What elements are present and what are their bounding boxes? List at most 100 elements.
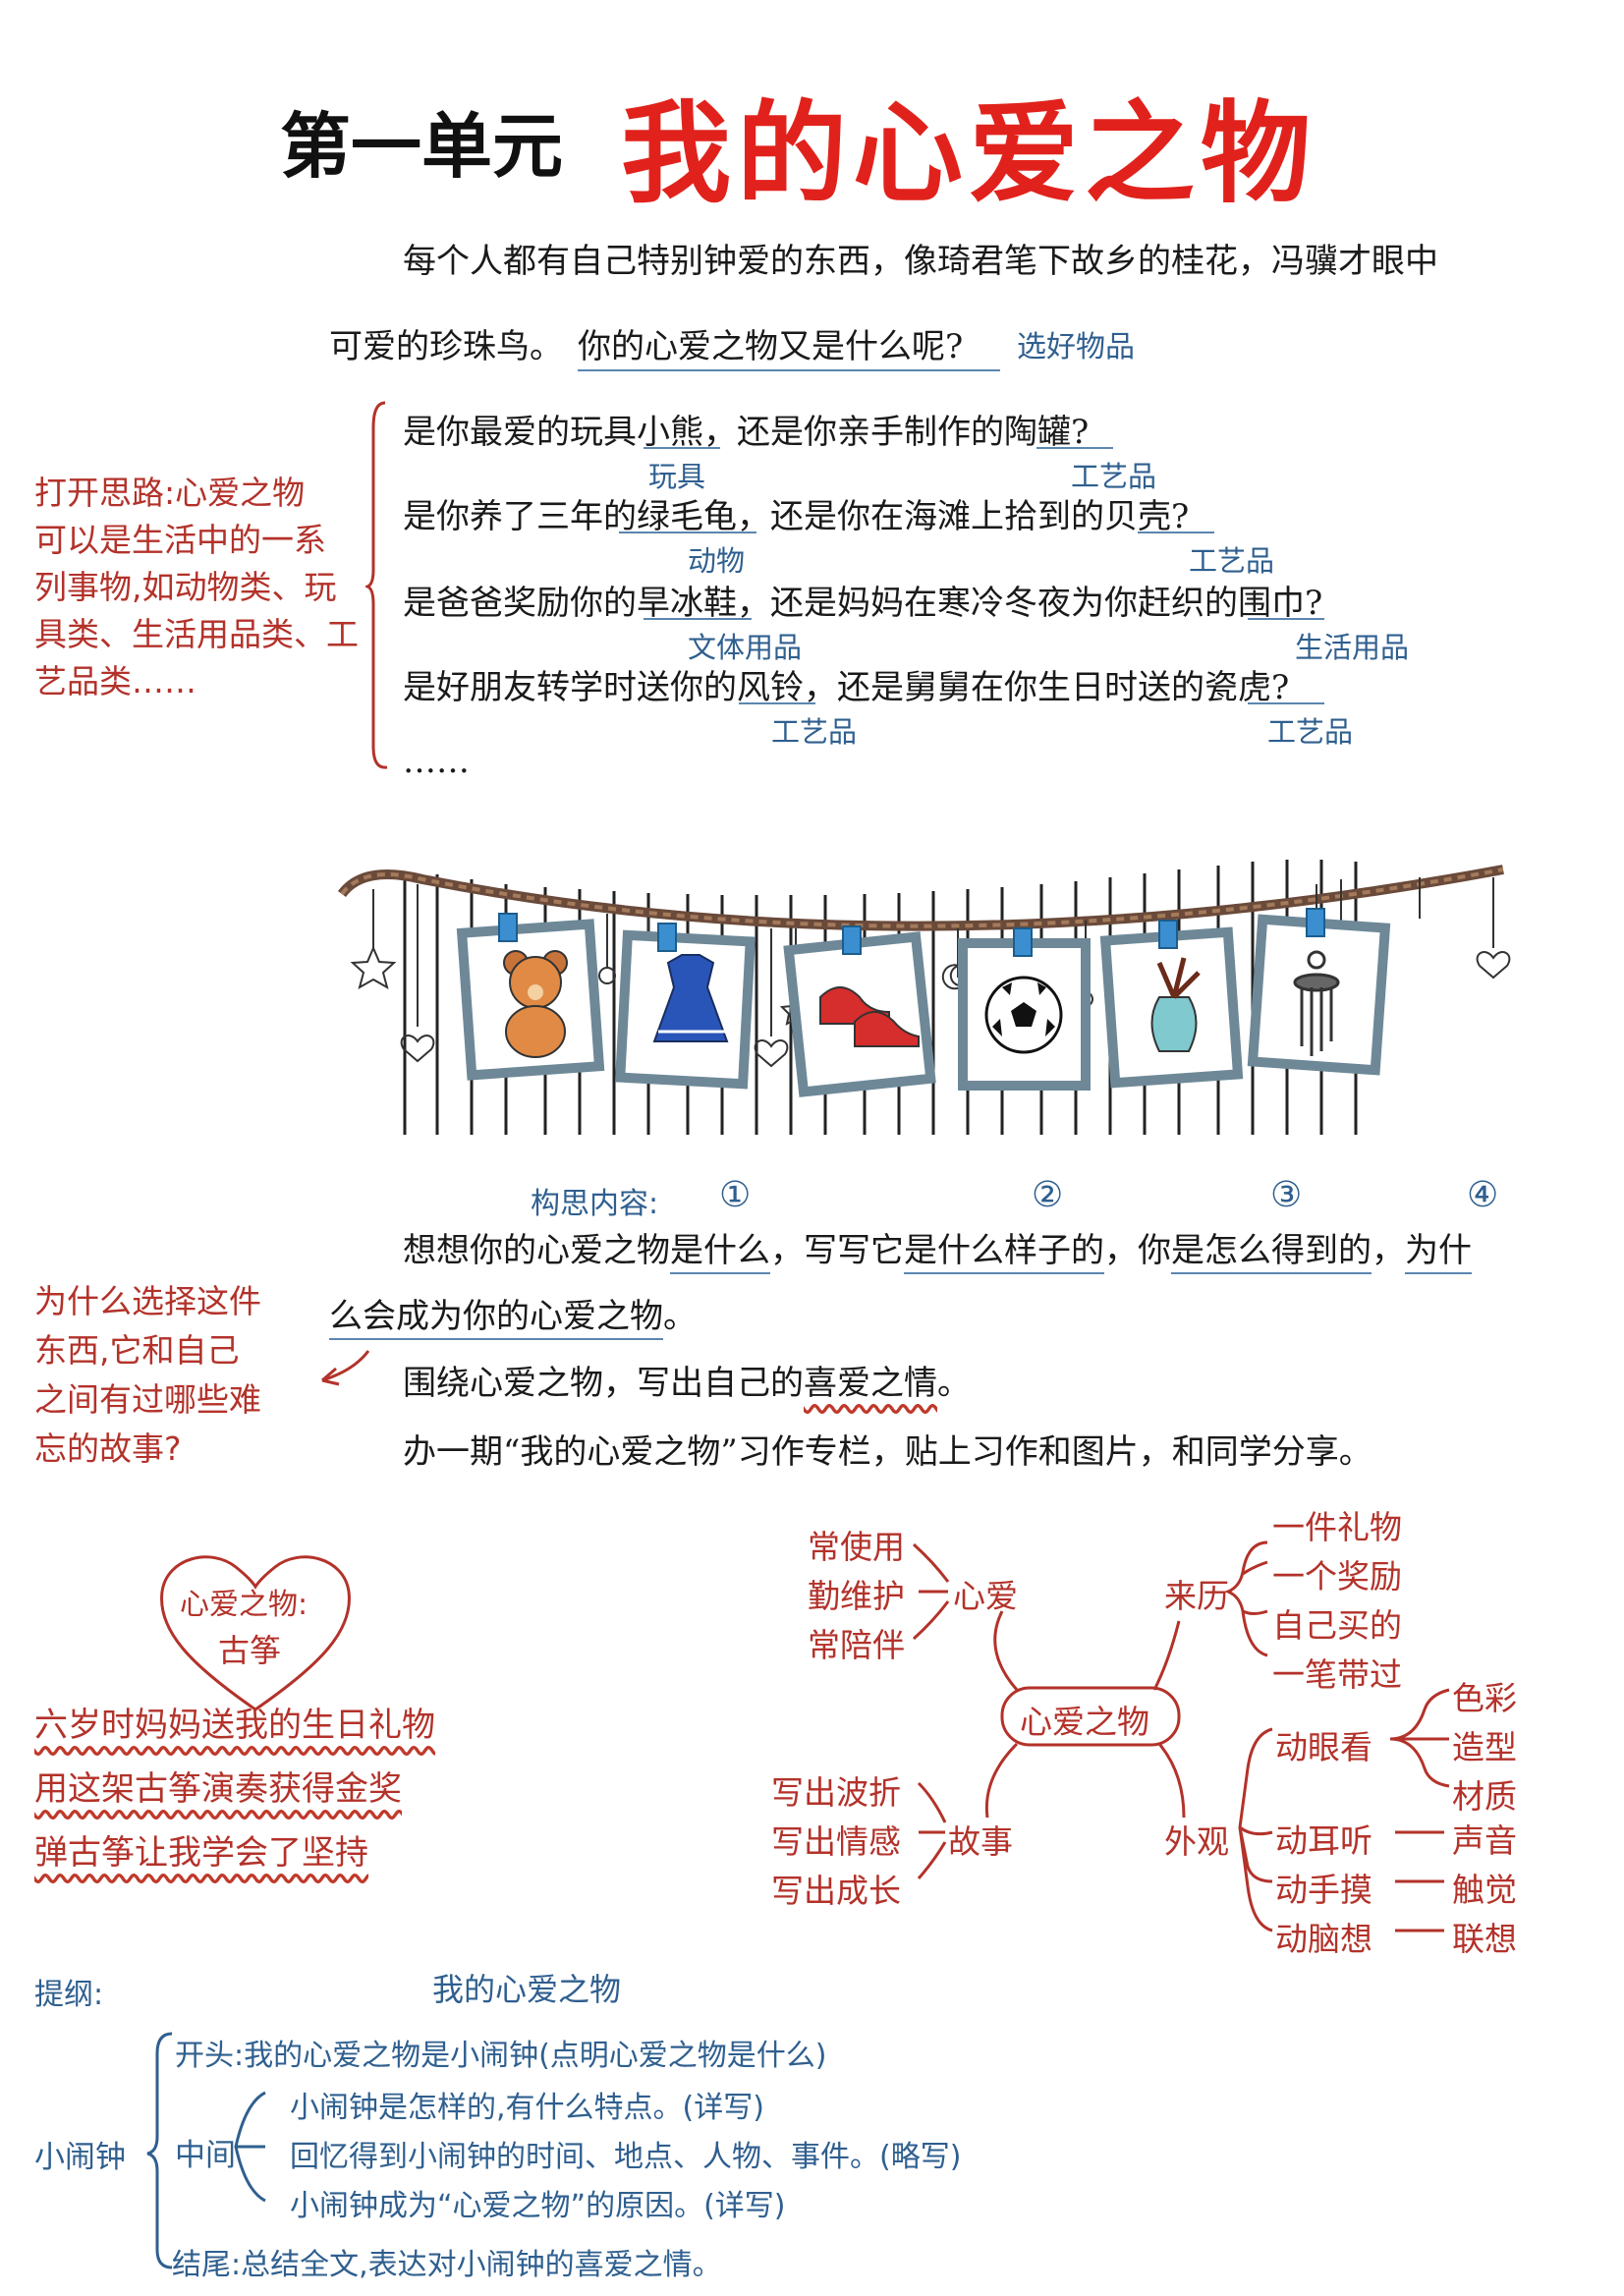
wind-chime-icon xyxy=(1293,950,1340,1056)
task-key: 是什么 xyxy=(670,1231,770,1274)
unit-label: 第一单元 xyxy=(280,104,564,188)
heart-item: 古筝 xyxy=(218,1632,282,1669)
question-3: 是爸爸奖励你的旱冰鞋，还是妈妈在寒冷冬夜为你赶织的围巾? xyxy=(403,584,1323,623)
outline-label: 提纲: xyxy=(34,1978,104,2012)
mindmap-origin-label: 来历 xyxy=(1164,1577,1229,1615)
side-note-2-line: 之间有过哪些难 xyxy=(34,1380,261,1419)
mindmap-look-eye-item: 色彩 xyxy=(1452,1679,1517,1717)
underline xyxy=(1138,532,1214,533)
side-note-2: 为什么选择这件 东西,它和自己 之间有过哪些难 忘的故事? xyxy=(34,1277,261,1474)
mindmap-look-hand: 动手摸 xyxy=(1275,1871,1372,1909)
task-key: 是怎么得到的 xyxy=(1171,1231,1372,1274)
mindmap-look-eye-item: 材质 xyxy=(1452,1777,1517,1816)
mindmap-look-brain: 动脑想 xyxy=(1275,1920,1372,1958)
construct-label: 构思内容: xyxy=(531,1187,659,1221)
question-note: 工艺品 xyxy=(1267,715,1354,749)
mindmap-look-brain-item: 联想 xyxy=(1452,1920,1517,1958)
task-line-2: 么会成为你的心爱之物。 xyxy=(329,1289,697,1340)
side-note-1-line: 打开思路:心爱之物 xyxy=(34,474,306,512)
example-line: 弹古筝让我学会了坚持 xyxy=(34,1833,368,1873)
mindmap-love-label: 心爱 xyxy=(953,1577,1018,1615)
task-key: 喜爱之情 xyxy=(804,1364,937,1403)
question-note: 动物 xyxy=(688,544,746,578)
shoes-icon xyxy=(819,986,920,1047)
underline xyxy=(1036,447,1113,449)
task-key: 是什么样子的 xyxy=(904,1231,1104,1274)
task-line-3: 围绕心爱之物，写出自己的喜爱之情。 xyxy=(403,1356,971,1404)
construct-num: ② xyxy=(1032,1175,1064,1215)
mindmap-look-eye: 动眼看 xyxy=(1275,1728,1372,1766)
side-note-1-line: 列事物,如动物类、玩 xyxy=(34,568,337,606)
underline xyxy=(1248,702,1324,704)
task-line-1: 想想你的心爱之物是什么，写写它是什么样子的，你是怎么得到的，为什 xyxy=(403,1223,1472,1274)
outline-end: 结尾:总结全文,表达对小闹钟的喜爱之情。 xyxy=(172,2248,722,2282)
example-line: 六岁时妈妈送我的生日礼物 xyxy=(34,1706,435,1745)
underline xyxy=(644,618,752,620)
side-note-1-bracket xyxy=(365,401,388,769)
intro-line-2b: 你的心爱之物又是什么呢? xyxy=(578,319,1000,371)
mindmap-origin-item: 自己买的 xyxy=(1272,1606,1402,1645)
underline xyxy=(739,702,815,704)
side-note-1-line: 艺品类…… xyxy=(34,662,196,700)
construct-num: ① xyxy=(719,1175,752,1215)
mindmap-look-hand-item: 触觉 xyxy=(1452,1871,1517,1909)
construct-num: ④ xyxy=(1467,1175,1499,1215)
photo-string-illustration xyxy=(337,860,1511,1135)
mindmap-story-item: 写出成长 xyxy=(771,1872,901,1910)
outline-middle-item: 小闹钟成为“心爱之物”的原因。(详写) xyxy=(290,2189,786,2223)
question-4: 是好朋友转学时送你的风铃，还是舅舅在你生日时送的瓷虎? xyxy=(403,668,1290,707)
football-icon xyxy=(984,976,1063,1054)
mindmap-love-item: 常使用 xyxy=(808,1528,905,1566)
mindmap-origin-item: 一个奖励 xyxy=(1272,1557,1402,1596)
mindmap-love-item: 勤维护 xyxy=(808,1577,905,1615)
side-note-1-line: 可以是生活中的一系 xyxy=(34,521,326,559)
mindmap-look-ear: 动耳听 xyxy=(1275,1821,1372,1860)
task-text: ， xyxy=(1372,1231,1405,1270)
mindmap-story-label: 故事 xyxy=(948,1822,1013,1861)
mindmap-look-ear-item: 声音 xyxy=(1452,1821,1517,1860)
example-line: 用这架古筝演奏获得金奖 xyxy=(34,1769,402,1809)
arrow-icon xyxy=(321,1350,370,1386)
heart-title: 心爱之物: xyxy=(180,1588,308,1622)
task-key: 么会成为你的心爱之物 xyxy=(329,1297,663,1340)
side-note-2-line: 忘的故事? xyxy=(34,1429,182,1468)
side-note-2-line: 东西,它和自己 xyxy=(34,1331,240,1370)
question-note: 生活用品 xyxy=(1295,631,1410,664)
mindmap-story-item: 写出情感 xyxy=(771,1822,901,1861)
task-text: ，你 xyxy=(1104,1231,1171,1270)
intro-line-2a: 可爱的珍珠鸟。 xyxy=(329,327,563,366)
mindmap-look-label: 外观 xyxy=(1164,1822,1229,1861)
mindmap-origin-item: 一件礼物 xyxy=(1272,1508,1402,1546)
mindmap-love-item: 常陪伴 xyxy=(808,1626,905,1664)
outline-subject: 小闹钟 xyxy=(34,2140,126,2175)
task-text: 围绕心爱之物，写出自己的 xyxy=(403,1364,804,1403)
dress-icon xyxy=(652,954,729,1042)
task-text: ，写写它 xyxy=(770,1231,904,1270)
outline-start: 开头:我的心爱之物是小闹钟(点明心爱之物是什么) xyxy=(175,2039,827,2073)
question-note: 工艺品 xyxy=(1071,460,1157,493)
side-note-2-line: 为什么选择这件 xyxy=(34,1282,261,1320)
outline-title: 我的心爱之物 xyxy=(432,1971,622,2008)
outline-middle-item: 回忆得到小闹钟的时间、地点、人物、事件。(略写) xyxy=(290,2140,962,2174)
question-note: 玩具 xyxy=(648,460,706,493)
question-note: 工艺品 xyxy=(771,715,858,749)
intro-note: 选好物品 xyxy=(1017,330,1135,364)
construct-num: ③ xyxy=(1270,1175,1303,1215)
question-2: 是你养了三年的绿毛龟，还是你在海滩上拾到的贝壳? xyxy=(403,497,1190,536)
mindmap-center: 心爱之物 xyxy=(1020,1703,1149,1741)
underline xyxy=(619,532,756,533)
outline-middle-item: 小闹钟是怎样的,有什么特点。(详写) xyxy=(290,2091,764,2125)
question-1: 是你最爱的玩具小熊，还是你亲手制作的陶罐? xyxy=(403,413,1090,452)
task-text: 想想你的心爱之物 xyxy=(403,1231,670,1270)
heart-shape xyxy=(160,1555,351,1711)
task-key: 为什 xyxy=(1405,1231,1472,1274)
mindmap-origin-item: 一笔带过 xyxy=(1272,1655,1402,1694)
underline xyxy=(1248,618,1324,620)
page-title: 我的心爱之物 xyxy=(621,89,1316,218)
question-note: 文体用品 xyxy=(688,631,803,664)
task-text: 。 xyxy=(663,1297,697,1336)
outline-middle-label: 中间 xyxy=(175,2138,236,2173)
task-line-4: 办一期“我的心爱之物”习作专栏，贴上习作和图片，和同学分享。 xyxy=(403,1432,1372,1472)
